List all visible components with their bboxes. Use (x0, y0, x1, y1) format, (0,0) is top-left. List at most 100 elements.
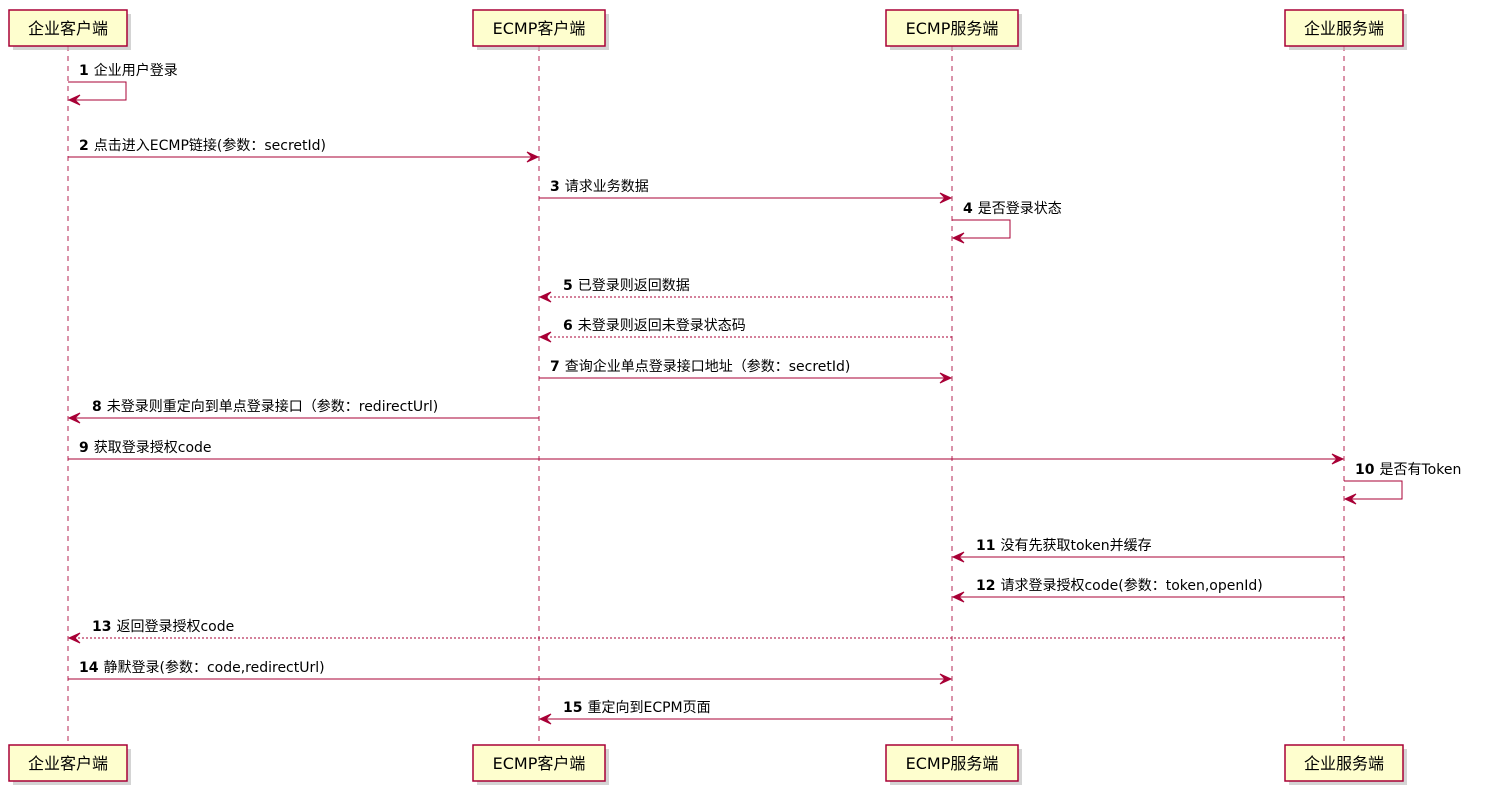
message-4: 4 是否登录状态 (951, 201, 1062, 244)
message-text: 重定向到ECPM页面 (587, 700, 710, 716)
arrowhead (538, 331, 552, 343)
message-label: 6 未登录则返回未登录状态码 (563, 318, 746, 334)
participant-box (472, 9, 606, 47)
message-text: 请求登录授权code(参数：token,openId) (1000, 577, 1262, 594)
participant-label: 企业客户端 (28, 754, 108, 773)
participant-label: ECMP客户端 (493, 754, 586, 773)
participant-cs-bottom: ECMP服务端 (885, 744, 1022, 785)
message-number: 15 (563, 700, 582, 716)
participant-ec-top: 企业客户端 (8, 9, 131, 50)
arrowhead (939, 673, 953, 685)
message-label: 13 返回登录授权code (92, 619, 234, 635)
message-text: 是否登录状态 (978, 201, 1062, 217)
message-label: 15 重定向到ECPM页面 (563, 700, 711, 716)
message-text: 返回登录授权code (116, 619, 234, 635)
participant-box (885, 9, 1019, 47)
message-text: 没有先获取token并缓存 (1000, 538, 1151, 554)
participant-label: 企业客户端 (28, 19, 108, 38)
message-number: 11 (976, 538, 995, 554)
message-number: 10 (1355, 462, 1375, 478)
participant-box (1284, 744, 1404, 782)
message-number: 4 (963, 201, 973, 217)
message-11: 11 没有先获取token并缓存 (951, 538, 1344, 563)
arrowhead (939, 372, 953, 384)
message-8: 8 未登录则重定向到单点登录接口（参数：redirectUrl) (67, 398, 539, 424)
self-message-line (952, 219, 1011, 239)
message-label: 11 没有先获取token并缓存 (976, 538, 1152, 554)
participants-top: 企业客户端 ECMP客户端 ECMP服务端 企业服务端 (8, 9, 1407, 50)
participant-label: 企业服务端 (1304, 754, 1384, 773)
arrowhead (67, 632, 81, 644)
message-number: 3 (550, 179, 560, 195)
message-number: 7 (550, 359, 560, 375)
self-message-line (68, 81, 127, 101)
participant-cc-top: ECMP客户端 (472, 9, 609, 50)
message-7: 7 查询企业单点登录接口地址（参数：secretId) (539, 358, 953, 384)
message-13: 13 返回登录授权code (67, 619, 1344, 644)
participant-ec-bottom: 企业客户端 (8, 744, 131, 785)
message-label: 3 请求业务数据 (550, 179, 649, 195)
arrowhead (1331, 453, 1345, 465)
arrowhead (951, 232, 965, 244)
lifelines (67, 46, 1345, 745)
participant-label: ECMP客户端 (493, 19, 586, 38)
participant-box (472, 744, 606, 782)
message-number: 1 (79, 63, 89, 79)
message-6: 6 未登录则返回未登录状态码 (538, 318, 952, 343)
message-label: 1 企业用户登录 (79, 62, 178, 79)
arrowhead (526, 151, 540, 163)
message-text: 未登录则返回未登录状态码 (578, 318, 746, 334)
participant-cc-bottom: ECMP客户端 (472, 744, 609, 785)
self-message-line (1344, 480, 1403, 500)
message-9: 9 获取登录授权code (68, 440, 1345, 465)
participant-cs-top: ECMP服务端 (885, 9, 1022, 50)
participant-box (8, 9, 128, 47)
participant-box (1284, 9, 1404, 47)
message-1: 1 企业用户登录 (67, 62, 178, 106)
message-number: 2 (79, 138, 89, 154)
message-text: 是否有Token (1379, 462, 1461, 478)
message-number: 9 (79, 440, 89, 456)
arrowhead (538, 713, 552, 725)
participant-box (8, 744, 128, 782)
message-number: 6 (563, 318, 573, 334)
message-label: 9 获取登录授权code (79, 440, 212, 456)
message-text: 企业用户登录 (94, 62, 178, 79)
message-number: 14 (79, 660, 99, 676)
message-15: 15 重定向到ECPM页面 (538, 700, 952, 725)
arrowhead (939, 192, 953, 204)
participant-es-bottom: 企业服务端 (1284, 744, 1407, 785)
message-label: 7 查询企业单点登录接口地址（参数：secretId) (550, 358, 850, 375)
participant-label: ECMP服务端 (906, 19, 999, 38)
arrowhead (67, 94, 81, 106)
message-text: 查询企业单点登录接口地址（参数：secretId) (565, 358, 851, 375)
message-text: 请求业务数据 (565, 179, 649, 195)
message-text: 静默登录(参数：code,redirectUrl) (103, 659, 324, 676)
message-text: 获取登录授权code (94, 440, 212, 456)
arrowhead (538, 291, 552, 303)
participant-label: 企业服务端 (1304, 19, 1384, 38)
arrowhead (67, 412, 81, 424)
message-label: 4 是否登录状态 (963, 201, 1062, 217)
message-text: 未登录则重定向到单点登录接口（参数：redirectUrl) (107, 398, 438, 415)
participant-label: ECMP服务端 (906, 754, 999, 773)
message-label: 8 未登录则重定向到单点登录接口（参数：redirectUrl) (92, 398, 438, 415)
message-number: 8 (92, 399, 102, 415)
message-text: 已登录则返回数据 (578, 278, 690, 294)
participants-bottom: 企业客户端 ECMP客户端 ECMP服务端 企业服务端 (8, 744, 1407, 785)
participant-es-top: 企业服务端 (1284, 9, 1407, 50)
message-3: 3 请求业务数据 (539, 179, 953, 204)
arrowhead (1343, 493, 1357, 505)
message-number: 13 (92, 619, 111, 635)
participant-box (885, 744, 1019, 782)
